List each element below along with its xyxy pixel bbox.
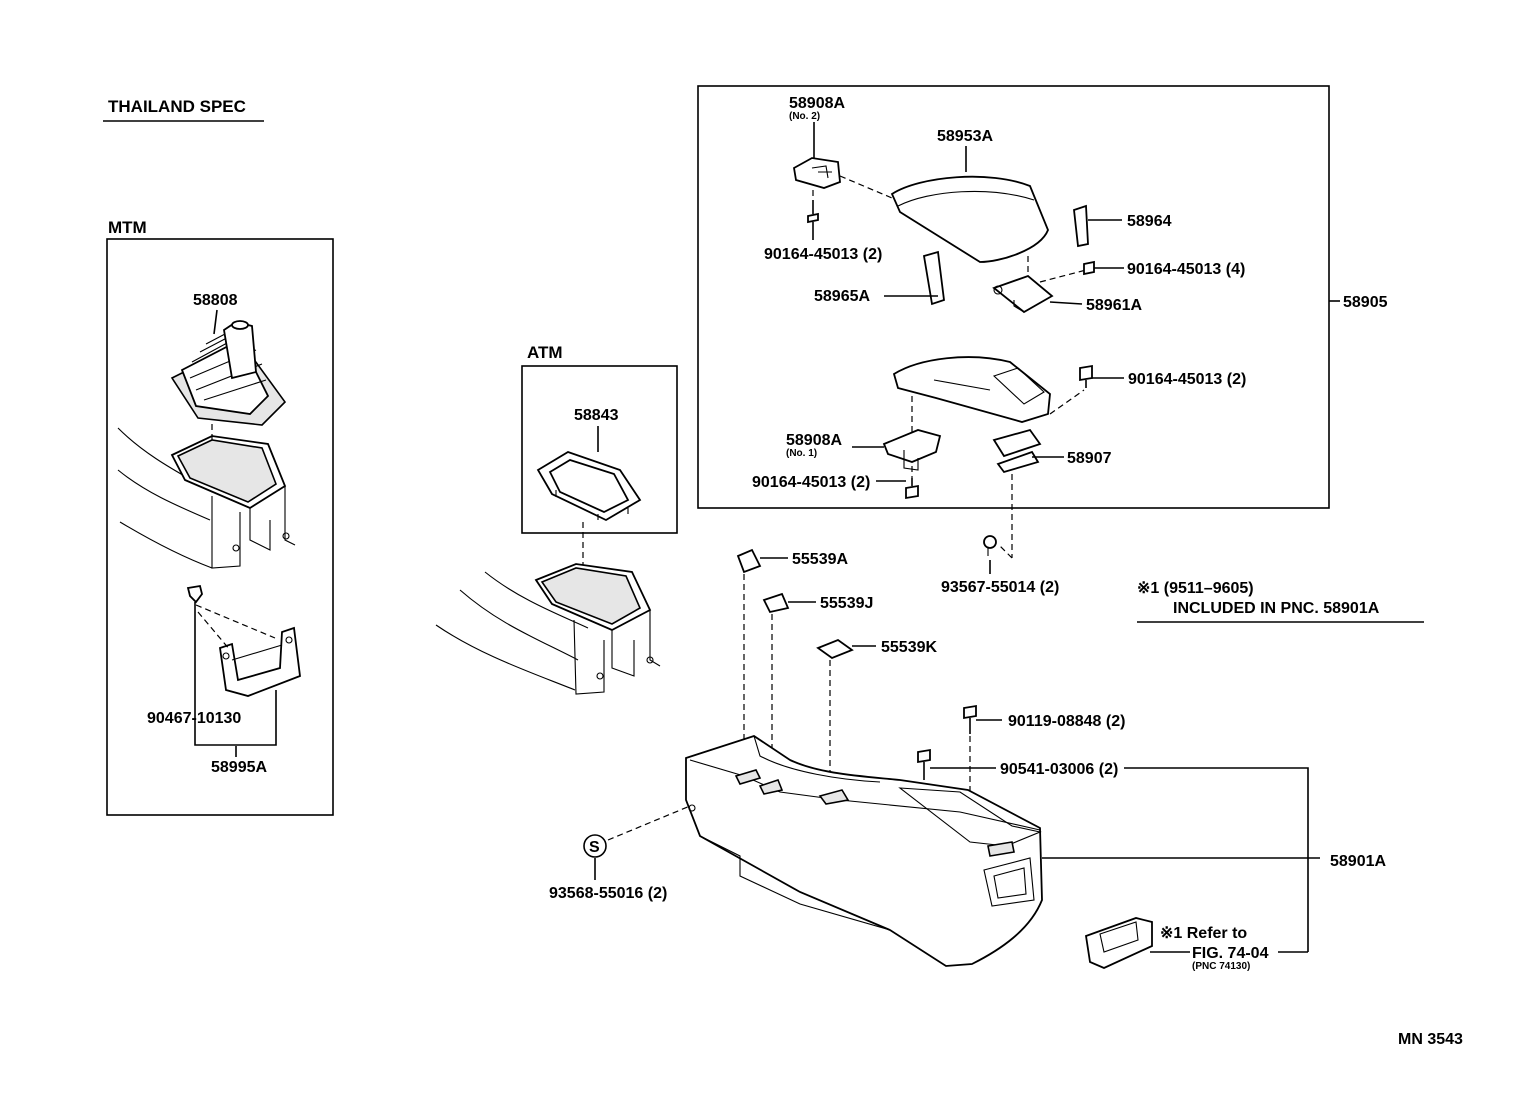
refer-line1: ※1 Refer to: [1160, 925, 1247, 942]
atm-console-section: [435, 563, 661, 695]
label-58908a-no2: 58908A: [789, 95, 845, 112]
screw-90541-part[interactable]: [917, 748, 931, 780]
clip-90467-part[interactable]: [186, 584, 203, 612]
label-93568: 93568-55016 (2): [549, 885, 667, 902]
label-58964: 58964: [1127, 213, 1172, 230]
cover-55539k-part[interactable]: [816, 638, 854, 660]
atm-label: ATM: [527, 343, 563, 362]
mtm-label: MTM: [108, 218, 147, 237]
label-58901a: 58901A: [1330, 853, 1386, 870]
mtm-box: [106, 238, 334, 816]
bolt-90119-part[interactable]: [963, 704, 977, 734]
label-58995a: 58995A: [211, 759, 267, 776]
bracket-58964-part[interactable]: [1073, 204, 1089, 248]
label-58961a: 58961A: [1086, 297, 1142, 314]
leader-58961a: [1049, 301, 1083, 305]
shift-boot-part[interactable]: [170, 320, 287, 426]
region-title: THAILAND SPEC: [108, 97, 246, 116]
armrest-base-part[interactable]: [892, 356, 1051, 423]
figure-id: MN 3543: [1398, 1031, 1463, 1048]
label-58908a-no1-sub: (No. 1): [786, 448, 817, 459]
label-58808: 58808: [193, 292, 238, 309]
label-55539k: 55539K: [881, 639, 937, 656]
mtm-console-section: [117, 427, 296, 569]
dash-hinge-lid: [839, 175, 893, 199]
s-mark-circle[interactable]: [583, 834, 607, 858]
dash-s-clip: [607, 805, 691, 841]
note-line1: ※1 (9511–9605): [1137, 580, 1254, 597]
leader-58995a: [194, 612, 277, 746]
label-58908a-no2-sub: (No. 2): [789, 111, 820, 122]
label-90164-2c: 90164-45013 (2): [752, 474, 870, 491]
label-58905: 58905: [1343, 294, 1388, 311]
label-55539j: 55539J: [820, 595, 873, 612]
latch-58907-part[interactable]: [992, 428, 1042, 474]
dash-bracket-screw: [1039, 269, 1087, 283]
label-58953a: 58953A: [937, 128, 993, 145]
indicator-trim-58843-part[interactable]: [536, 451, 642, 522]
label-58908a-no1: 58908A: [786, 432, 842, 449]
label-90164-2b: 90164-45013 (2): [1128, 371, 1246, 388]
label-93567: 93567-55014 (2): [941, 579, 1059, 596]
bracket-58995a-part[interactable]: [219, 626, 301, 697]
label-90119: 90119-08848 (2): [1008, 713, 1125, 730]
screw-90164-top-part[interactable]: [807, 200, 819, 224]
screw-90164-4-part[interactable]: [1083, 260, 1095, 276]
label-58843: 58843: [574, 407, 619, 424]
label-58965a: 58965A: [814, 288, 870, 305]
dash-clip-bracket: [195, 604, 276, 651]
bracket-58965a-part[interactable]: [922, 250, 945, 306]
label-58907: 58907: [1067, 450, 1112, 467]
leader-58808: [213, 309, 218, 335]
label-90164-2a: 90164-45013 (2): [764, 246, 882, 263]
hinge-58908a-no2-part[interactable]: [793, 157, 841, 189]
dash-latch-clip2: [997, 543, 1013, 559]
cover-55539j-part[interactable]: [762, 592, 790, 614]
dash-base-screw: [1049, 389, 1085, 415]
s-mark-label: S: [589, 839, 600, 856]
label-55539a: 55539A: [792, 551, 848, 568]
hinge-58908a-no1-part[interactable]: [882, 429, 942, 471]
screw-90164-mid-part[interactable]: [1079, 364, 1093, 388]
bracket-58961a-part[interactable]: [992, 274, 1054, 314]
atm-box: [521, 365, 678, 534]
label-90164-4: 90164-45013 (4): [1127, 261, 1245, 278]
box-74130-part[interactable]: [1084, 917, 1153, 969]
refer-line3: (PNC 74130): [1192, 961, 1250, 972]
note-line2: INCLUDED IN PNC. 58901A: [1173, 600, 1380, 617]
console-body-58901a-part[interactable]: [685, 735, 1043, 967]
leader-bracket-right: [1124, 767, 1309, 952]
cover-55539a-part[interactable]: [736, 548, 762, 574]
refer-line2: FIG. 74-04: [1192, 945, 1269, 962]
screw-90164-bottom-part[interactable]: [905, 478, 919, 500]
label-90541: 90541-03006 (2): [1000, 761, 1118, 778]
lid-58953a-part[interactable]: [890, 175, 1049, 263]
clip-93567-part[interactable]: [983, 535, 997, 556]
label-90467: 90467-10130: [147, 710, 241, 727]
armrest-box: [697, 85, 1330, 509]
